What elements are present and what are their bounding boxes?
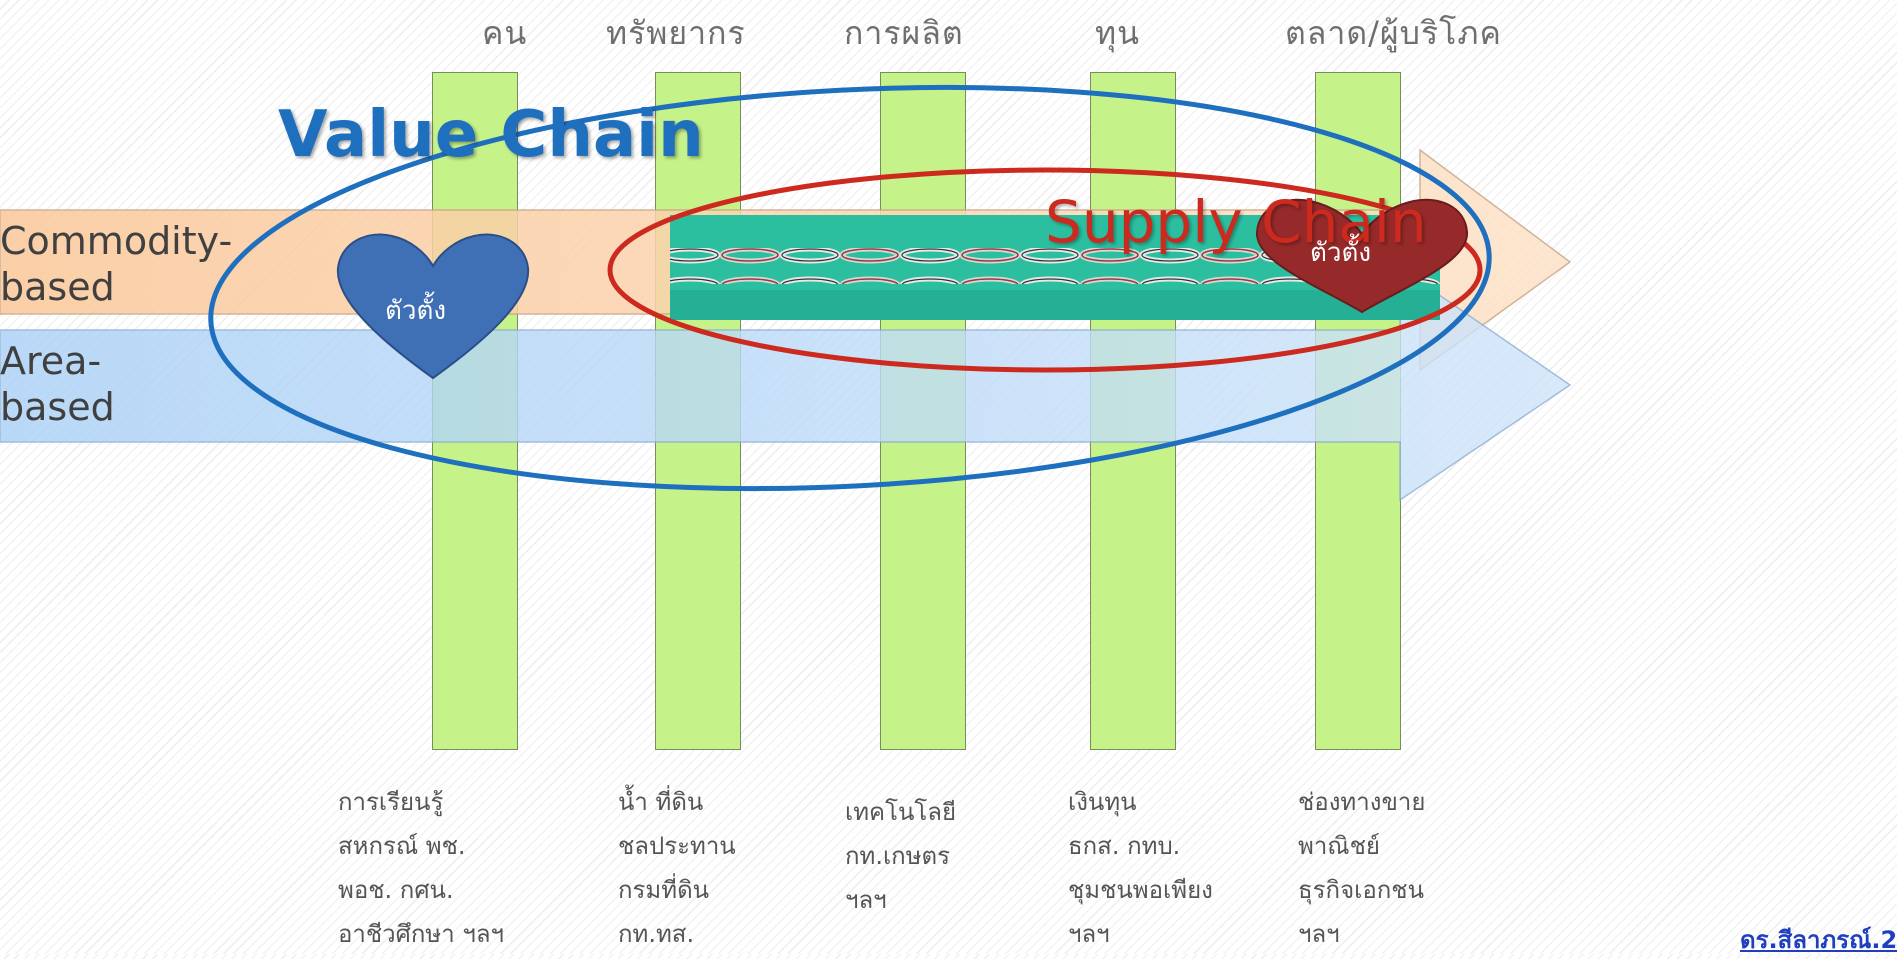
heart-right-label: ตัวตั้ง	[1310, 238, 1372, 268]
list-item: ธุรกิจเอกชน	[1298, 876, 1424, 904]
row-label-commodity: Commodity- based	[0, 219, 233, 309]
list-item: อาชีวศึกษา ฯลฯ	[338, 920, 505, 948]
diagram-graphics	[0, 84, 1572, 502]
heart-left-label: ตัวตั้ง	[385, 296, 447, 326]
value-chain-title: Value Chain	[278, 98, 704, 172]
list-item: ชลประทาน	[618, 832, 736, 860]
list-item: เทคโนโลยี	[845, 798, 957, 826]
list-item: ฯลฯ	[845, 886, 887, 914]
list-item: การเรียนรู้	[338, 788, 444, 816]
heart-left-icon	[336, 233, 530, 380]
heart-right-icon	[1255, 198, 1469, 314]
column-header-people: คน	[482, 14, 528, 52]
column-header-resources: ทรัพยากร	[606, 14, 746, 52]
list-item: ฯลฯ	[1298, 920, 1340, 948]
list-item: สหกรณ์ พช.	[338, 832, 466, 860]
row-label-area: Area- based	[0, 339, 115, 429]
supply-chain-title: Supply Chain	[1045, 188, 1427, 256]
list-item: พอช. กศน.	[338, 876, 454, 904]
column-items-resources: น้ำ ที่ดิน ชลประทาน กรมที่ดิน กท.ทส.	[618, 780, 736, 956]
column-header-production: การผลิต	[844, 14, 964, 52]
list-item: กรมที่ดิน	[618, 876, 710, 904]
supply-chain-ellipse	[607, 167, 1483, 373]
value-chain-ellipse	[208, 84, 1492, 492]
list-item: ช่องทางขาย	[1298, 788, 1426, 816]
list-item: น้ำ ที่ดิน	[618, 788, 704, 816]
author-credit: ดร.สีลาภรณ์.2	[1740, 926, 1897, 954]
list-item: ฯลฯ	[1068, 920, 1110, 948]
column-header-market: ตลาด/ผู้บริโภค	[1285, 14, 1502, 52]
list-item: พาณิชย์	[1298, 832, 1380, 860]
list-item: ชุมชนพอเพียง	[1068, 876, 1213, 904]
column-header-capital: ทุน	[1095, 14, 1140, 52]
column-items-production: เทคโนโลยี กท.เกษตร ฯลฯ	[845, 790, 956, 922]
list-item: ธกส. กทบ.	[1068, 832, 1181, 860]
list-item: เงินทุน	[1068, 788, 1137, 816]
list-item: กท.เกษตร	[845, 842, 951, 870]
column-items-people: การเรียนรู้ สหกรณ์ พช. พอช. กศน. อาชีวศึ…	[338, 780, 504, 956]
column-items-capital: เงินทุน ธกส. กทบ. ชุมชนพอเพียง ฯลฯ	[1068, 780, 1213, 956]
list-item: กท.ทส.	[618, 920, 695, 948]
column-items-market: ช่องทางขาย พาณิชย์ ธุรกิจเอกชน ฯลฯ	[1298, 780, 1425, 956]
